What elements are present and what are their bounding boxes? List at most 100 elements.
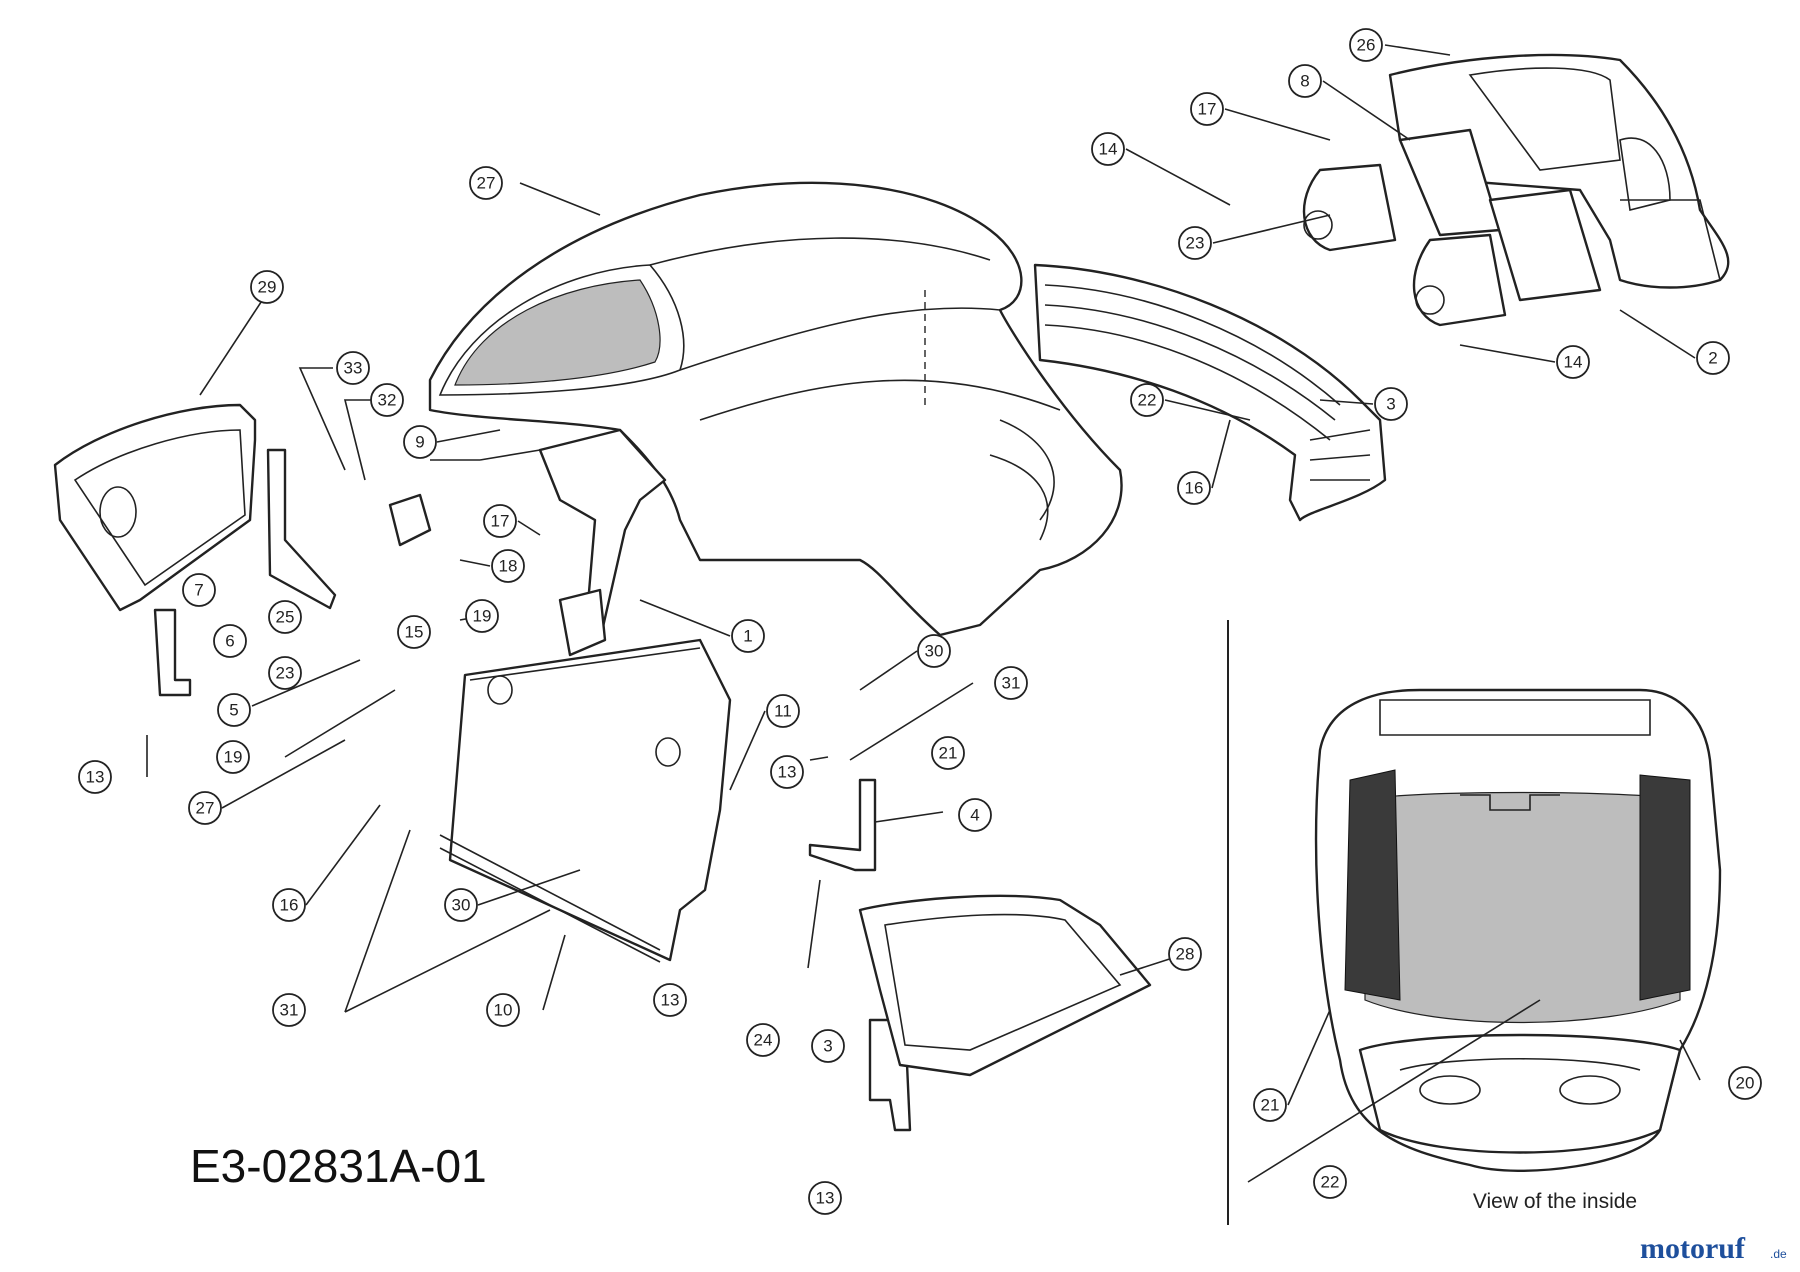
callout-31-left: 31: [272, 993, 306, 1027]
callout-23-left: 23: [268, 656, 302, 690]
svg-text:7: 7: [194, 581, 203, 600]
svg-text:15: 15: [405, 623, 424, 642]
svg-text:16: 16: [280, 896, 299, 915]
callout-13-c: 13: [770, 755, 804, 789]
callout-22-inset: 22: [1313, 1165, 1347, 1199]
svg-text:31: 31: [280, 1001, 299, 1020]
callout-17-left: 17: [483, 504, 517, 538]
headlight-part: [1302, 163, 1507, 327]
svg-text:17: 17: [1198, 100, 1217, 119]
svg-text:16: 16: [1185, 479, 1204, 498]
svg-text:2: 2: [1708, 349, 1717, 368]
svg-text:9: 9: [415, 433, 424, 452]
callout-13-b: 13: [653, 983, 687, 1017]
svg-text:13: 13: [661, 991, 680, 1010]
brand-suffix: .de: [1770, 1247, 1787, 1261]
callout-19-a: 19: [465, 599, 499, 633]
svg-text:5: 5: [229, 701, 238, 720]
svg-text:26: 26: [1357, 36, 1376, 55]
brand-name: motoruf: [1640, 1232, 1746, 1265]
callout-1: 1: [731, 619, 765, 653]
brand-logo: motoruf .de: [1640, 1232, 1787, 1265]
svg-text:23: 23: [1186, 234, 1205, 253]
callout-30-left: 30: [444, 888, 478, 922]
svg-text:31: 31: [1002, 674, 1021, 693]
svg-text:19: 19: [473, 607, 492, 626]
callout-16-mid: 16: [1177, 471, 1211, 505]
callout-9: 9: [403, 425, 437, 459]
callout-10: 10: [486, 993, 520, 1027]
svg-text:3: 3: [1386, 395, 1395, 414]
svg-text:21: 21: [939, 744, 958, 763]
svg-text:13: 13: [86, 768, 105, 787]
left-side-panel-part: [53, 403, 257, 612]
callout-25: 25: [268, 600, 302, 634]
grille-trim-part: [1033, 263, 1387, 522]
callout-32: 32: [370, 383, 404, 417]
callout-18: 18: [491, 549, 525, 583]
callout-7: 7: [182, 573, 216, 607]
hood-part: [428, 181, 1123, 637]
svg-text:6: 6: [225, 632, 234, 651]
svg-text:21: 21: [1261, 1096, 1280, 1115]
svg-text:33: 33: [344, 359, 363, 378]
callout-14-right: 14: [1556, 345, 1590, 379]
callout-15: 15: [397, 615, 431, 649]
right-side-panel-part: [858, 894, 1152, 1077]
callout-30-right: 30: [917, 634, 951, 668]
callout-16-left: 16: [272, 888, 306, 922]
callout-6: 6: [213, 624, 247, 658]
svg-text:20: 20: [1736, 1074, 1755, 1093]
svg-text:22: 22: [1138, 391, 1157, 410]
svg-text:1: 1: [743, 627, 752, 646]
callout-23-top: 23: [1178, 226, 1212, 260]
left-bracket-part: [153, 448, 337, 697]
callout-3-lower: 3: [811, 1029, 845, 1063]
callout-33: 33: [336, 351, 370, 385]
callout-19-b: 19: [216, 740, 250, 774]
callout-17-top: 17: [1190, 92, 1224, 126]
svg-text:10: 10: [494, 1001, 513, 1020]
svg-text:8: 8: [1300, 72, 1309, 91]
svg-text:32: 32: [378, 391, 397, 410]
svg-text:14: 14: [1099, 140, 1118, 159]
svg-text:25: 25: [276, 608, 295, 627]
callout-group: 27 29 33 32 9 17 18 15 19 7 6 25 5 19 23…: [78, 28, 1762, 1215]
svg-text:22: 22: [1321, 1173, 1340, 1192]
svg-text:27: 27: [477, 174, 496, 193]
svg-text:23: 23: [276, 664, 295, 683]
svg-text:17: 17: [491, 512, 510, 531]
callout-20: 20: [1728, 1066, 1762, 1100]
svg-text:27: 27: [196, 799, 215, 818]
hinge-bracket-part: [388, 428, 667, 657]
inset-view: [1227, 620, 1722, 1225]
callout-26: 26: [1349, 28, 1383, 62]
svg-text:18: 18: [499, 557, 518, 576]
callout-14-top: 14: [1091, 132, 1125, 166]
svg-text:11: 11: [774, 702, 792, 721]
svg-text:29: 29: [258, 278, 277, 297]
callout-28: 28: [1168, 937, 1202, 971]
callout-5: 5: [217, 693, 251, 727]
svg-text:30: 30: [452, 896, 471, 915]
callout-27-hood: 27: [469, 166, 503, 200]
svg-text:4: 4: [970, 806, 979, 825]
svg-text:30: 30: [925, 642, 944, 661]
front-frame-part: [439, 638, 732, 963]
svg-text:13: 13: [816, 1189, 835, 1208]
svg-text:19: 19: [224, 748, 243, 767]
callout-21-inset: 21: [1253, 1088, 1287, 1122]
svg-text:14: 14: [1564, 353, 1583, 372]
headlight-housing-part: [1388, 53, 1730, 289]
lamp-holder-part: [1398, 128, 1602, 302]
callout-27-lower: 27: [188, 791, 222, 825]
svg-text:28: 28: [1176, 945, 1195, 964]
callout-11: 11: [766, 694, 800, 728]
leader-lines: [146, 44, 1701, 1183]
diagram-code: E3-02831A-01: [190, 1140, 487, 1192]
callout-4: 4: [958, 798, 992, 832]
svg-text:13: 13: [778, 763, 797, 782]
callout-24: 24: [746, 1023, 780, 1057]
callout-21-right: 21: [931, 736, 965, 770]
